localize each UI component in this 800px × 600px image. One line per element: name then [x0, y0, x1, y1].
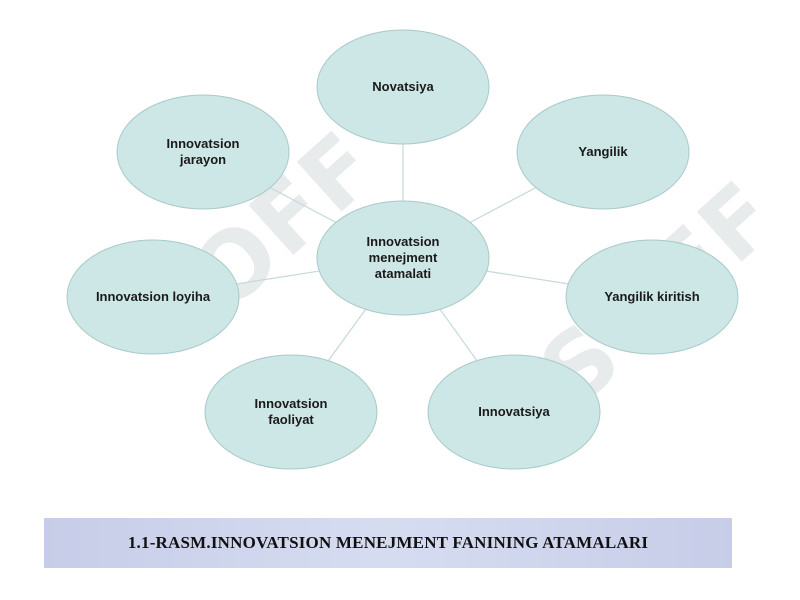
node-yangilik [516, 94, 690, 210]
node-innovatsion-jarayon [116, 94, 290, 210]
connector-innovatsion-loyiha [236, 270, 320, 285]
node-innovatsion-loyiha [66, 239, 240, 355]
nodes [66, 29, 739, 470]
node-innovatsiya [427, 354, 601, 470]
connector-innovatsiya [439, 309, 478, 361]
figure-caption-bar: 1.1-RASM.INNOVATSION MENEJMENT FANINING … [44, 518, 732, 568]
center-node [316, 200, 490, 316]
node-novatsiya [316, 29, 490, 145]
connector-yangilik [469, 187, 537, 223]
connector-innovatsion-faoliyat [327, 308, 367, 362]
connectors [236, 144, 569, 362]
connector-yangilik-kiritish [486, 270, 569, 285]
node-yangilik-kiritish [565, 239, 739, 355]
connector-innovatsion-jarayon [269, 187, 337, 223]
figure-caption: 1.1-RASM.INNOVATSION MENEJMENT FANINING … [127, 533, 649, 552]
node-innovatsion-faoliyat [204, 354, 378, 470]
